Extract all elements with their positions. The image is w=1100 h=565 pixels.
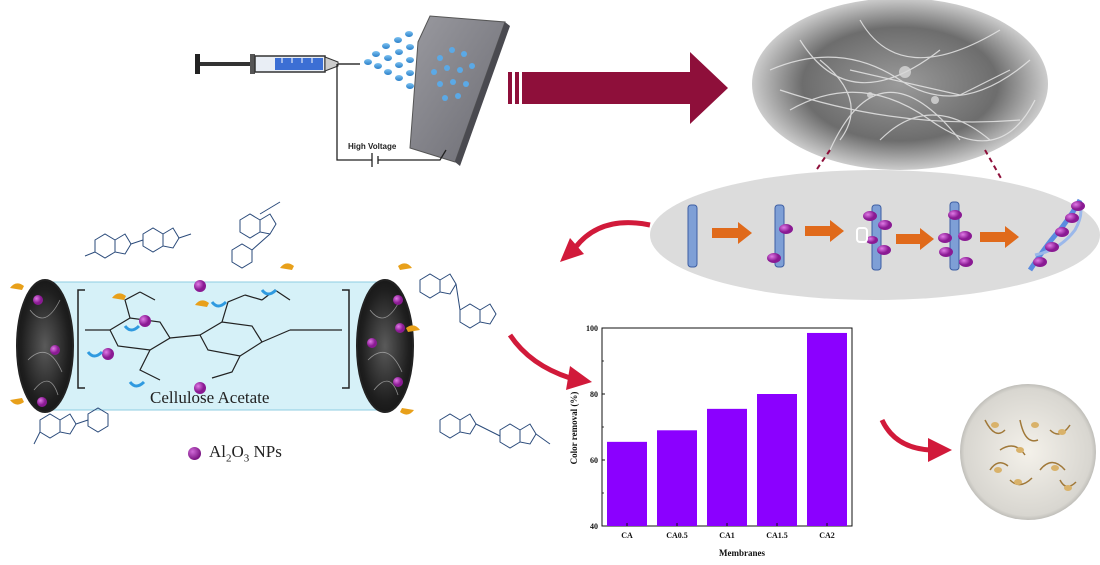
fiber-modification-scheme: [650, 170, 1100, 300]
y-tick-label: 80: [590, 390, 598, 399]
dye-molecules: [33, 201, 551, 449]
sem-image: [752, 0, 1048, 181]
bar: [757, 394, 797, 526]
collector-plate: [409, 15, 510, 166]
membrane-cylinder: [10, 263, 420, 415]
bar: [707, 408, 747, 526]
x-tick-label: CA1: [719, 531, 735, 540]
x-tick-label: CA1.5: [766, 531, 788, 540]
germination-photo: [960, 384, 1096, 520]
bar: [657, 430, 697, 526]
nanoparticle-icon: [188, 446, 201, 460]
high-voltage-label: High Voltage: [348, 142, 397, 151]
spray-droplets: [364, 31, 414, 89]
x-tick-label: CA0.5: [666, 531, 688, 540]
chart-y-ticks: 40 60 80 100: [586, 324, 605, 531]
cellulose-acetate-label: Cellulose Acetate: [150, 388, 270, 407]
nanoparticle-legend: Al2O3 NPs: [188, 442, 282, 464]
curved-arrow-icon: [560, 220, 651, 262]
process-arrow-icon: [508, 52, 728, 124]
chart-svg: 40 60 80 100 CA CA0.5 CA1 CA1.5 CA2 Membranes C…: [569, 324, 853, 558]
nanoparticle-label: Al2O3 NPs: [209, 442, 282, 465]
x-tick-label: CA: [621, 531, 633, 540]
bar: [607, 441, 647, 526]
curved-arrow-icon: [879, 418, 952, 462]
y-axis-label: Color removal (%): [569, 392, 579, 465]
color-removal-chart: 40 60 80 100 CA CA0.5 CA1 CA1.5 CA2 Membranes C…: [560, 318, 860, 560]
x-axis-label: Membranes: [719, 548, 765, 558]
chart-x-ticks: CA CA0.5 CA1 CA1.5 CA2: [621, 523, 835, 540]
chart-bars: [607, 332, 847, 526]
y-tick-label: 40: [590, 522, 598, 531]
bar: [807, 332, 847, 526]
high-voltage-circuit: [336, 64, 447, 167]
x-tick-label: CA2: [819, 531, 835, 540]
y-tick-label: 60: [590, 456, 598, 465]
curved-arrow-icon: [507, 333, 592, 390]
syringe-icon: [195, 54, 360, 74]
y-tick-label: 100: [586, 324, 598, 333]
